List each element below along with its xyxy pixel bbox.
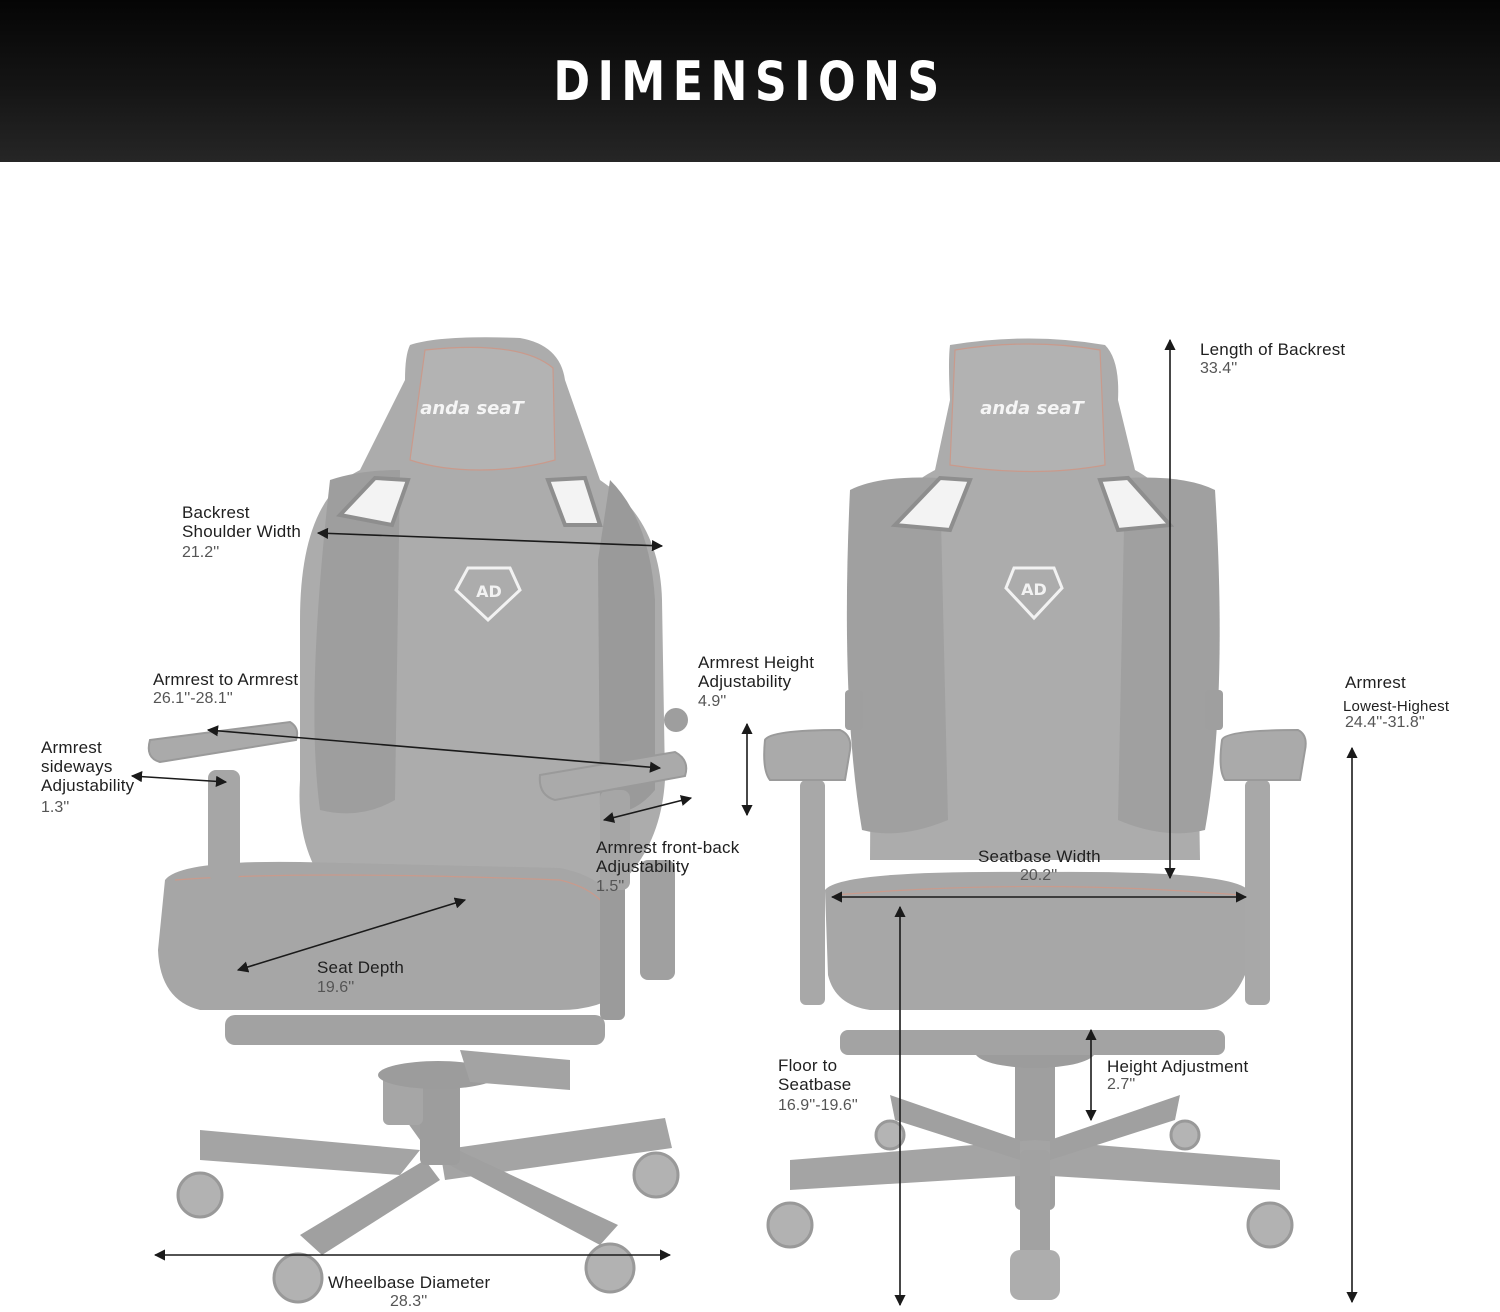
backrest-shoulder-label-1: Backrest <box>182 503 250 522</box>
height-adjustment-label: Height Adjustment <box>1107 1057 1249 1076</box>
brand-logo-front: anda seaT <box>980 398 1085 419</box>
armrest-height-label-2: Adjustability <box>698 672 792 691</box>
armrest-height-value: 4.9'' <box>698 693 727 710</box>
armrest-sideways-label-2: sideways <box>41 757 113 776</box>
page-title: DIMENSIONS <box>553 50 947 113</box>
arrow-seat-depth <box>236 897 467 973</box>
armrest-range-value: 24.4''-31.8'' <box>1345 714 1425 731</box>
backrest-shoulder-label-2: Shoulder Width <box>182 522 302 541</box>
seat-depth-value: 19.6'' <box>317 979 355 996</box>
armrest-front-back-value: 1.5'' <box>596 878 625 895</box>
brand-logo: anda seaT <box>420 398 525 419</box>
armrest-height-label-1: Armrest Height <box>698 653 815 672</box>
height-adjustment-value: 2.7'' <box>1107 1076 1136 1093</box>
armrest-front-back-label-1: Armrest front-back <box>596 838 740 857</box>
header-banner: DIMENSIONS <box>0 0 1500 162</box>
armrest-range-label-2: Lowest-Highest <box>1343 698 1450 715</box>
backrest-length-label: Length of Backrest <box>1200 340 1346 359</box>
seatbase-width-label: Seatbase Width <box>978 847 1101 866</box>
seatbase-width-value: 20.2'' <box>1020 867 1058 884</box>
wheelbase-value: 28.3'' <box>390 1293 428 1310</box>
armrest-to-armrest-label: Armrest to Armrest <box>153 670 299 689</box>
arrow-armrest-front-back <box>602 795 693 823</box>
arrow-armrest-to-armrest <box>206 725 662 773</box>
armrest-to-armrest-value: 26.1''-28.1'' <box>153 690 233 707</box>
svg-text:AD: AD <box>1021 580 1047 599</box>
svg-text:AD: AD <box>476 582 502 601</box>
armrest-range-label-1: Armrest <box>1345 673 1406 692</box>
seat-depth-label: Seat Depth <box>317 958 405 977</box>
arrow-backrest-shoulder <box>316 527 664 552</box>
armrest-sideways-value: 1.3'' <box>41 799 70 816</box>
arrow-armrest-sideways <box>130 771 228 787</box>
armrest-front-back-label-2: Adjustability <box>596 857 690 876</box>
floor-to-seat-value: 16.9''-19.6'' <box>778 1097 858 1114</box>
wheelbase-label: Wheelbase Diameter <box>328 1273 491 1292</box>
backrest-shoulder-value: 21.2'' <box>182 544 220 561</box>
armrest-sideways-label-3: Adjustability <box>41 776 135 795</box>
armrest-sideways-label-1: Armrest <box>41 738 102 757</box>
floor-to-seat-label-1: Floor to <box>778 1056 838 1075</box>
backrest-length-value: 33.4'' <box>1200 360 1238 377</box>
chair-front-view: AD anda seaT <box>763 338 1307 1300</box>
floor-to-seat-label-2: Seatbase <box>778 1075 852 1094</box>
